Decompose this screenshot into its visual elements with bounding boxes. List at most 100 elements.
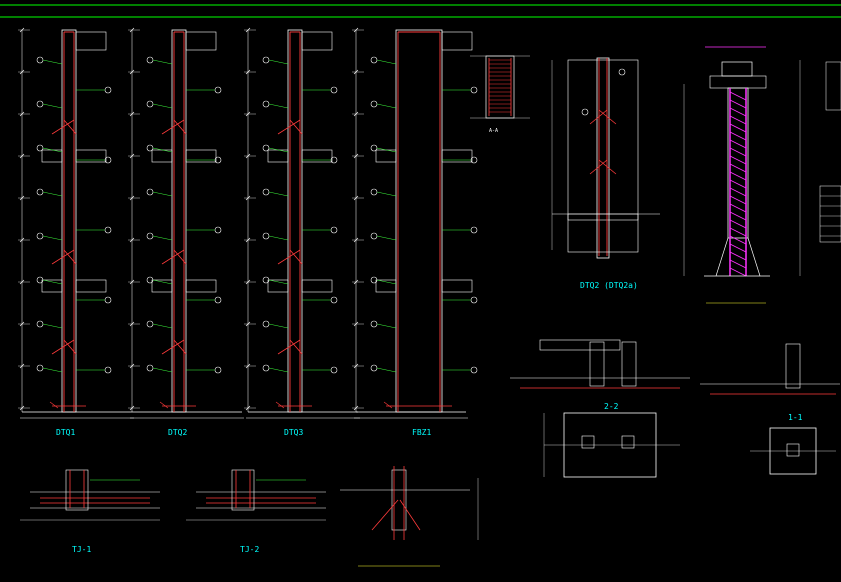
mark-circle xyxy=(330,296,338,304)
section-mark xyxy=(581,108,589,116)
tendon-flare xyxy=(747,237,761,277)
leader-line xyxy=(152,235,173,241)
hook-bar xyxy=(63,339,77,355)
mark-circle xyxy=(330,366,338,374)
legend-box xyxy=(825,61,841,111)
floor-slab xyxy=(185,149,217,163)
hook-bar xyxy=(63,119,77,135)
hook-bar xyxy=(51,119,75,135)
mark-circle xyxy=(470,86,478,94)
leader-line xyxy=(42,147,63,153)
tendon-diagonal xyxy=(729,219,747,229)
section-hook xyxy=(598,159,617,175)
leader-line xyxy=(42,323,63,329)
floor-slab xyxy=(441,279,473,293)
leader-line xyxy=(268,103,289,109)
mark-circle xyxy=(36,56,44,64)
tendon-diagonal xyxy=(729,203,747,213)
mark-circle xyxy=(214,366,222,374)
leader-line xyxy=(152,279,173,285)
tendon-cap xyxy=(721,61,753,77)
leader-line xyxy=(42,59,63,65)
leader-line xyxy=(152,367,173,373)
detail-bar xyxy=(399,499,421,531)
mark-circle xyxy=(370,320,378,328)
mark-circle xyxy=(36,188,44,196)
mark-circle xyxy=(330,226,338,234)
leader-line xyxy=(376,323,397,329)
mark-circle xyxy=(262,364,270,372)
plan22-pier xyxy=(621,341,637,387)
footing-bar xyxy=(49,401,59,409)
mark-circle xyxy=(146,232,154,240)
leader-line xyxy=(376,191,397,197)
mark-circle xyxy=(370,364,378,372)
mark-circle xyxy=(104,86,112,94)
hook-bar xyxy=(277,119,301,135)
section-mark xyxy=(618,68,626,76)
plan-pile xyxy=(581,435,595,449)
tendon-diagonal xyxy=(729,131,747,141)
floor-slab xyxy=(151,279,173,293)
leader-line xyxy=(42,367,63,373)
tendon-flare xyxy=(715,237,729,277)
leader-line xyxy=(152,103,173,109)
plan11-pier xyxy=(785,343,801,389)
mark-circle xyxy=(262,56,270,64)
leader-line xyxy=(268,147,289,153)
slab-top xyxy=(441,31,473,51)
tendon-diagonal xyxy=(729,211,747,221)
floor-slab xyxy=(375,149,397,163)
section-hook xyxy=(589,109,608,125)
hook-bar xyxy=(161,119,185,135)
section-hook xyxy=(598,109,617,125)
tendon-diagonal xyxy=(729,163,747,173)
mark-circle xyxy=(146,100,154,108)
hook-bar xyxy=(161,339,185,355)
leader-line xyxy=(152,147,173,153)
floor-slab xyxy=(301,149,333,163)
leader-line xyxy=(42,103,63,109)
slab-top xyxy=(75,31,107,51)
tendon-diagonal xyxy=(729,115,747,125)
floor-slab xyxy=(41,279,63,293)
tendon-diagonal xyxy=(729,267,747,277)
tj2-wall xyxy=(231,469,255,511)
tendon-diagonal xyxy=(729,123,747,133)
mark-circle xyxy=(214,296,222,304)
plan22-top xyxy=(539,339,621,351)
leader-line xyxy=(42,191,63,197)
mark-circle xyxy=(36,232,44,240)
tendon-diagonal xyxy=(729,259,747,269)
floor-slab xyxy=(441,149,473,163)
mark-circle xyxy=(470,366,478,374)
detail-wall xyxy=(391,469,407,531)
mark-circle xyxy=(146,364,154,372)
floor-slab xyxy=(41,149,63,163)
tendon-diagonal xyxy=(729,147,747,157)
leader-line xyxy=(376,59,397,65)
mark-circle xyxy=(330,86,338,94)
mark-circle xyxy=(36,144,44,152)
tendon-column xyxy=(727,87,749,239)
leader-line xyxy=(376,103,397,109)
mark-circle xyxy=(36,320,44,328)
slab-top xyxy=(301,31,333,51)
floor-slab xyxy=(75,279,107,293)
plan22-pier xyxy=(589,341,605,387)
slab-top xyxy=(185,31,217,51)
mark-circle xyxy=(262,232,270,240)
tendon-diagonal xyxy=(729,171,747,181)
hook-bar xyxy=(173,339,187,355)
floor-slab xyxy=(267,279,289,293)
floor-slab xyxy=(75,149,107,163)
mark-circle xyxy=(146,320,154,328)
leader-line xyxy=(376,279,397,285)
hook-bar xyxy=(161,249,185,265)
wall-outline xyxy=(171,29,187,413)
leader-line xyxy=(376,147,397,153)
leader-line xyxy=(42,279,63,285)
section-wall xyxy=(596,57,610,259)
leader-line xyxy=(268,235,289,241)
